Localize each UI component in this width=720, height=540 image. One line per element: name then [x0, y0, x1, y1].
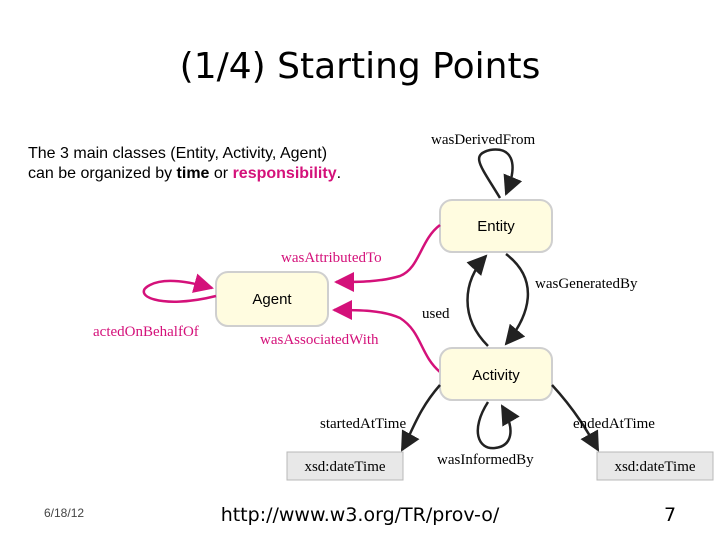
intro-text: The 3 main classes (Entity, Activity, Ag… — [28, 144, 408, 184]
node-activity-label: Activity — [472, 367, 520, 384]
label-was-derived-from: wasDerivedFrom — [431, 132, 535, 148]
edge-started-at-time — [400, 384, 441, 452]
node-entity-label: Entity — [477, 218, 515, 235]
edge-was-informed-by — [476, 401, 520, 450]
edge-used — [466, 254, 489, 347]
label-was-associated-with: wasAssociatedWith — [260, 332, 379, 348]
node-datetime-right-label: xsd:dateTime — [614, 459, 695, 475]
edge-acted-on-behalf-of — [142, 273, 217, 303]
intro-time: time — [176, 165, 210, 182]
intro-or: or — [209, 165, 233, 182]
edge-was-associated-with — [332, 300, 441, 373]
node-datetime-left-label: xsd:dateTime — [304, 459, 385, 475]
intro-period: . — [336, 165, 342, 182]
slide-title: (1/4) Starting Points — [179, 46, 541, 87]
node-datetime-left — [286, 451, 404, 481]
intro-line-2-prefix: can be organized by — [28, 165, 177, 182]
node-agent — [215, 271, 329, 327]
intro-responsibility: responsibility — [232, 165, 337, 182]
edge-was-generated-by — [504, 253, 530, 346]
footer-date: 6/18/12 — [44, 506, 85, 520]
footer-url: http://www.w3.org/TR/prov-o/ — [220, 504, 500, 526]
edge-was-attributed-to — [334, 224, 441, 292]
node-activity — [439, 347, 553, 401]
node-agent-label: Agent — [252, 291, 292, 308]
label-was-attributed-to: wasAttributedTo — [281, 250, 382, 266]
label-started-at-time: startedAtTime — [320, 416, 406, 432]
edge-ended-at-time — [551, 384, 600, 452]
page-number: 7 — [664, 504, 677, 526]
label-was-generated-by: wasGeneratedBy — [535, 276, 638, 292]
node-datetime-right — [596, 451, 714, 481]
intro-line-1: The 3 main classes (Entity, Activity, Ag… — [28, 145, 328, 162]
edge-was-derived-from — [478, 148, 523, 199]
intro-line-2: can be organized by time or responsibili… — [28, 164, 408, 184]
label-used: used — [422, 306, 450, 322]
label-acted-on-behalf-of: actedOnBehalfOf — [93, 324, 199, 340]
label-was-informed-by: wasInformedBy — [437, 452, 534, 468]
label-ended-at-time: endedAtTime — [573, 416, 655, 432]
